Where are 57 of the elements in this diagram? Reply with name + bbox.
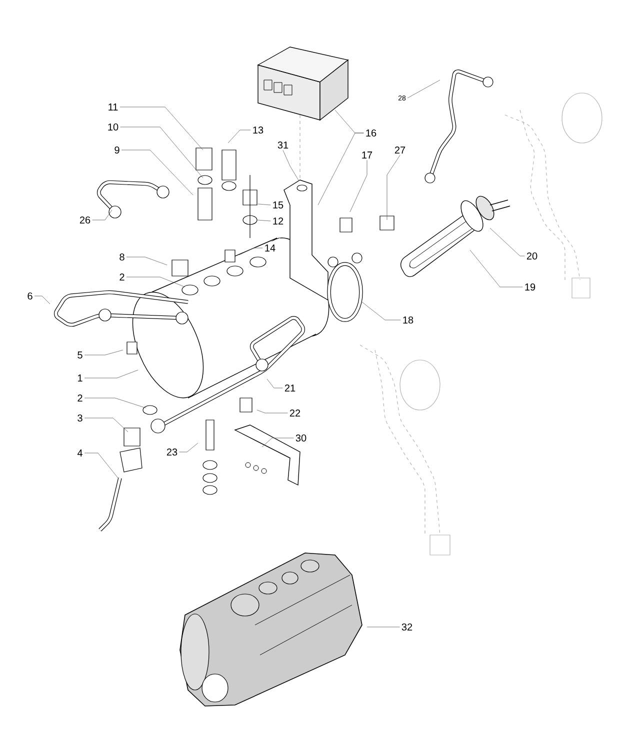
callout-number: 6 bbox=[28, 292, 32, 300]
callout-number: 17 bbox=[362, 152, 372, 158]
leader-line bbox=[258, 204, 271, 206]
leader-line bbox=[238, 248, 263, 256]
callout-number: 3 bbox=[78, 414, 82, 422]
leader-line bbox=[84, 398, 146, 408]
callout-number: 19 bbox=[525, 283, 536, 291]
leader-line bbox=[84, 370, 138, 378]
leader-line bbox=[490, 228, 525, 256]
leader-line bbox=[362, 302, 401, 320]
leader-line bbox=[84, 418, 128, 432]
callout-number: 11 bbox=[108, 104, 118, 110]
callout-number: 1 bbox=[78, 374, 82, 382]
leader-line bbox=[366, 626, 400, 628]
leader-line bbox=[120, 106, 204, 150]
leader-line bbox=[121, 150, 194, 196]
callout-number: 4 bbox=[77, 450, 82, 456]
callout-number: 27 bbox=[394, 146, 406, 154]
callout-number: 21 bbox=[284, 384, 296, 392]
callout-number: 10 bbox=[108, 123, 118, 131]
leader-line bbox=[34, 296, 50, 304]
callout-number: 23 bbox=[166, 448, 178, 456]
callout-number: 32 bbox=[402, 623, 412, 631]
callout-number: 20 bbox=[526, 252, 538, 260]
leader-line bbox=[262, 438, 294, 448]
leader-line bbox=[84, 350, 124, 356]
leader-line bbox=[228, 130, 251, 144]
callout-number: 18 bbox=[403, 316, 414, 324]
leader-line bbox=[350, 160, 368, 212]
leader-line bbox=[407, 80, 440, 98]
callout-number: 16 bbox=[366, 129, 376, 137]
leader-line bbox=[318, 132, 364, 206]
leader-line bbox=[266, 378, 283, 388]
leader-line bbox=[126, 256, 168, 266]
callout-number: 8 bbox=[120, 253, 124, 261]
leader-line bbox=[84, 452, 118, 478]
leader-line bbox=[92, 210, 112, 220]
leader-line bbox=[179, 442, 198, 452]
callout-number: 2 bbox=[78, 394, 82, 402]
callout-number: 15 bbox=[273, 202, 284, 208]
callout-number: 12 bbox=[273, 218, 284, 224]
leader-line bbox=[126, 276, 186, 288]
callout-number: 2 bbox=[120, 274, 124, 280]
callout-number: 14 bbox=[265, 244, 276, 252]
leader-line bbox=[282, 150, 300, 182]
callout-number: 26 bbox=[80, 216, 90, 224]
leader-line bbox=[256, 220, 271, 222]
callout-number: 5 bbox=[78, 352, 82, 358]
leader-line bbox=[386, 155, 400, 220]
callout-number: 22 bbox=[290, 410, 300, 416]
callout-number: 9 bbox=[114, 146, 120, 154]
callout-number: 30 bbox=[296, 434, 306, 442]
callout-number: 31 bbox=[278, 141, 288, 149]
callout-number: 13 bbox=[253, 126, 264, 134]
leader-line bbox=[470, 250, 523, 288]
leader-line bbox=[256, 410, 288, 414]
leader-line bbox=[120, 126, 204, 178]
